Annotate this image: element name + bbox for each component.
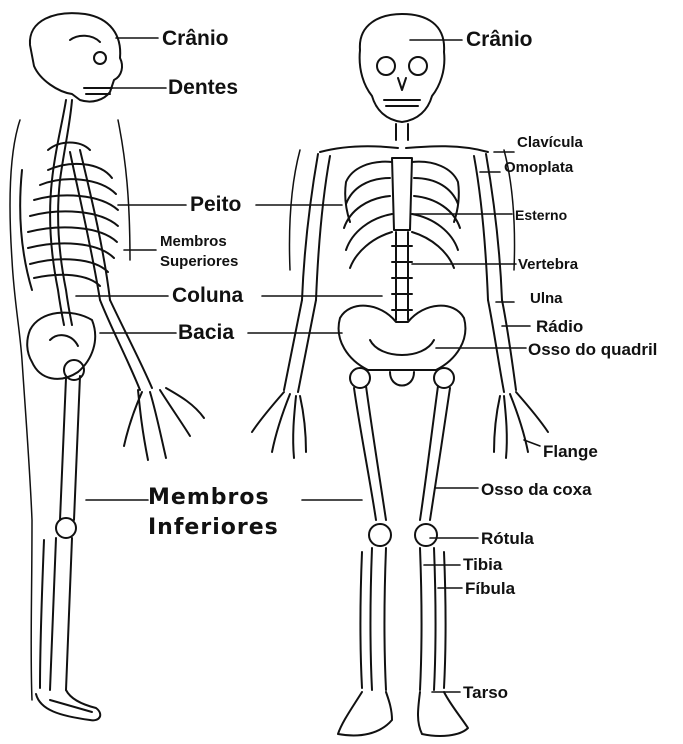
label-membros-inferiores: Membros Inferiores [148,483,279,542]
label-esterno: Esterno [515,208,567,222]
label-flange: Flange [543,443,598,460]
label-membros-inferiores-line1: Membros [148,485,270,510]
label-membros-superiores-line1: Membros [160,233,227,250]
label-dentes: Dentes [168,77,238,98]
label-membros-superiores: Membros Superiores [160,232,238,271]
label-tarso: Tarso [463,684,508,701]
label-membros-inferiores-line2: Inferiores [148,515,279,540]
label-fibula: Fíbula [465,580,515,597]
label-radio: Rádio [536,318,583,335]
label-osso-quadril: Osso do quadril [528,341,657,358]
label-osso-coxa: Osso da coxa [481,481,592,498]
label-tibia: Tibia [463,556,502,573]
label-membros-superiores-line2: Superiores [160,253,238,270]
label-clavicula: Clavícula [517,135,583,150]
label-vertebra: Vertebra [518,257,578,272]
side-skeleton [10,13,204,720]
label-cranio-right: Crânio [466,29,533,50]
label-cranio-left: Crânio [162,28,229,49]
label-rotula: Rótula [481,530,534,547]
label-coluna: Coluna [172,285,243,306]
label-ulna: Ulna [530,291,563,306]
front-skeleton [252,14,548,736]
label-peito: Peito [190,194,241,215]
label-bacia: Bacia [178,322,234,343]
label-omoplata: Omoplata [504,160,573,175]
